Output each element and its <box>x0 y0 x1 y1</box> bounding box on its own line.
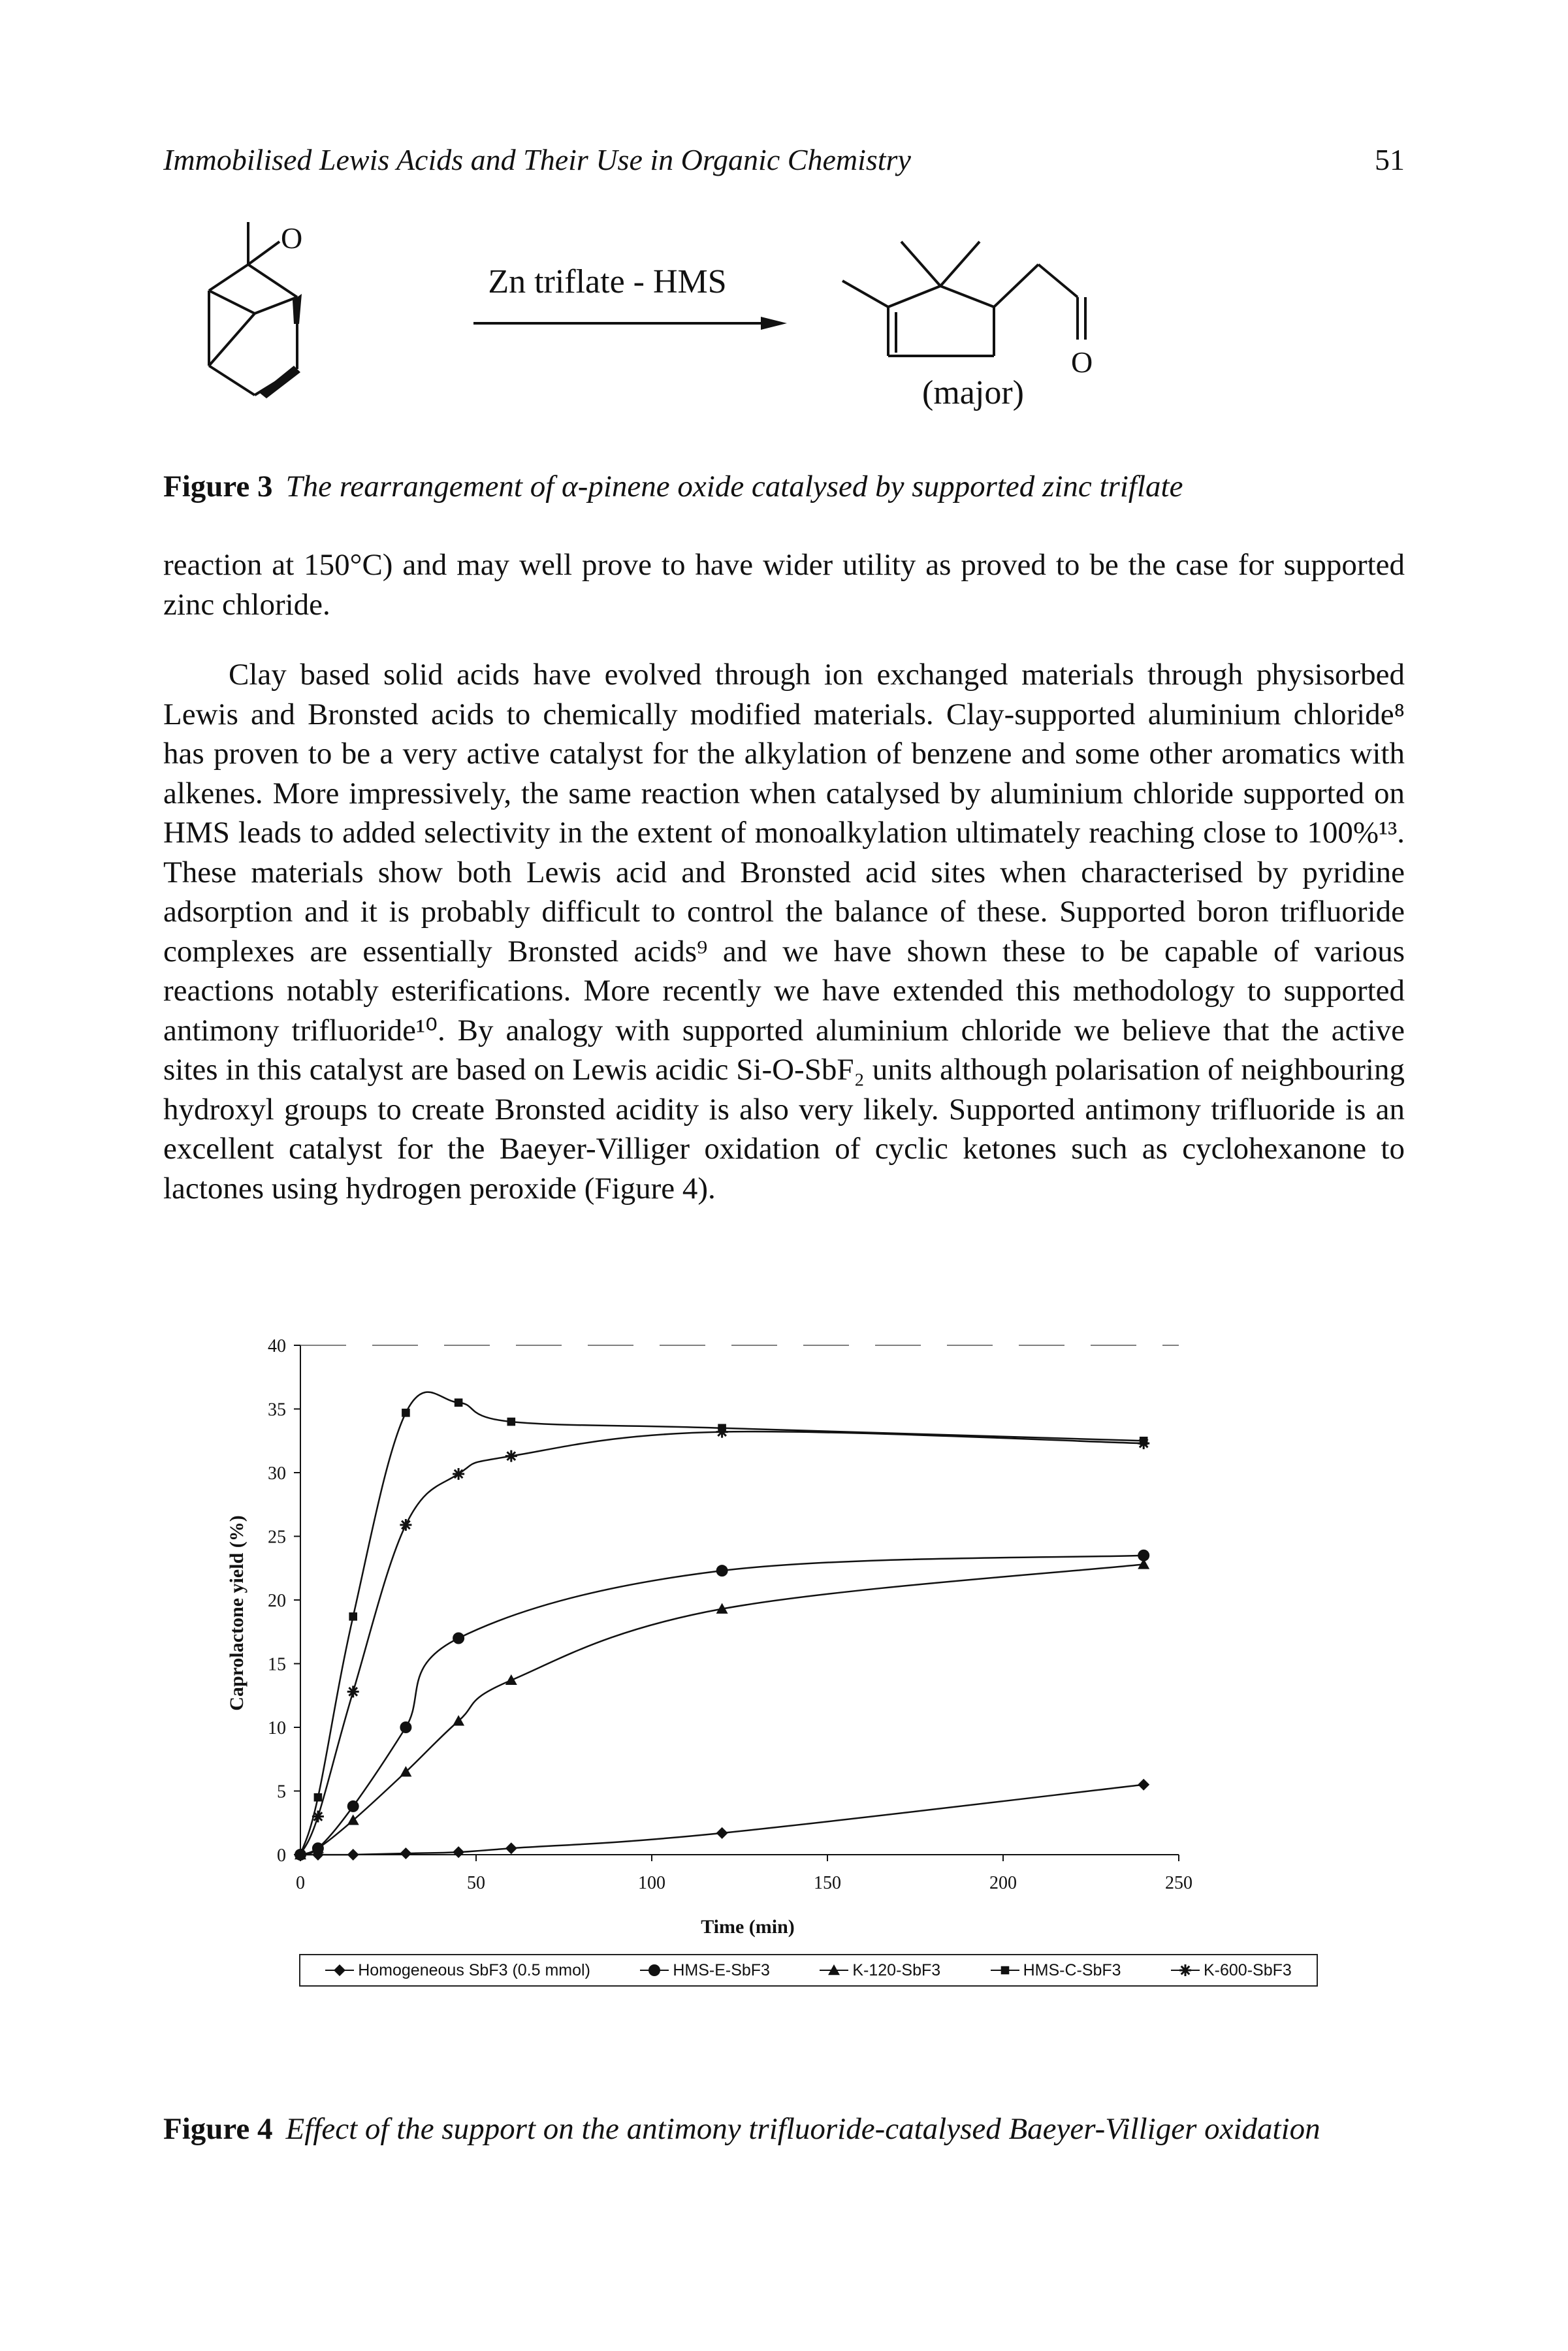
legend-marker-triangle-icon <box>828 1964 840 1975</box>
data-point-k-600-sbf3 <box>453 1467 465 1480</box>
series-line-hms-c-sbf3 <box>299 1391 1144 1855</box>
data-point-k-120-sbf3 <box>505 1674 517 1686</box>
legend-item-homogeneous-sbf3-0-5-mmol: Homogeneous SbF3 (0.5 mmol) <box>325 1961 590 1980</box>
alpha-pinene-oxide-structure: O <box>208 221 302 398</box>
legend-marker-icon <box>325 1964 355 1976</box>
data-point-homogeneous-sbf3-0-5-mmol <box>400 1847 412 1860</box>
x-tick-label: 150 <box>814 1873 841 1893</box>
data-point-hms-e-sbf3 <box>716 1565 728 1577</box>
data-point-homogeneous-sbf3-0-5-mmol <box>347 1849 359 1861</box>
legend-label: K-600-SbF3 <box>1204 1960 1292 1979</box>
data-point-homogeneous-sbf3-0-5-mmol <box>716 1827 728 1839</box>
running-head: Immobilised Lewis Acids and Their Use in… <box>163 142 1405 188</box>
data-point-hms-c-sbf3 <box>402 1409 410 1417</box>
y-tick-label: 10 <box>268 1718 286 1738</box>
legend-marker-icon <box>1171 1964 1200 1976</box>
series-line-hms-e-sbf3 <box>300 1554 1144 1856</box>
data-point-k-600-sbf3 <box>400 1518 412 1531</box>
major-product-note: (major) <box>922 374 1024 411</box>
figure-4-caption: Figure 4 Effect of the support on the ant… <box>163 2109 1405 2149</box>
y-tick-label: 40 <box>268 1336 286 1356</box>
reaction-scheme: O Zn triflate - HMS O <box>163 209 1404 444</box>
legend-marker-asterisk-icon <box>1179 1964 1191 1976</box>
chart-legend: Homogeneous SbF3 (0.5 mmol) HMS-E-SbF3 K-1… <box>299 1954 1318 1987</box>
data-point-hms-e-sbf3 <box>347 1800 359 1812</box>
legend-item-k-600-sbf3: K-600-SbF3 <box>1171 1961 1292 1980</box>
legend-marker-circle-icon <box>648 1964 661 1976</box>
figure-4-caption-text: Effect of the support on the antimony tr… <box>285 2112 1320 2146</box>
y-axis-title: Caprolactone yield (%) <box>226 1515 248 1710</box>
reaction-arrow <box>473 317 787 330</box>
y-tick-label: 25 <box>268 1527 286 1548</box>
data-point-k-120-sbf3 <box>716 1603 728 1614</box>
data-point-hms-e-sbf3 <box>400 1721 412 1733</box>
x-tick-label: 200 <box>989 1873 1017 1893</box>
x-axis-title: Time (min) <box>701 1916 795 1938</box>
epoxide-oxygen-label: O <box>281 221 302 255</box>
page-number: 51 <box>1375 143 1405 176</box>
data-point-hms-c-sbf3 <box>454 1398 463 1407</box>
data-point-k-120-sbf3 <box>400 1766 412 1777</box>
data-point-k-600-sbf3 <box>295 1849 306 1861</box>
y-tick-label: 5 <box>277 1782 286 1802</box>
figure-4-label: Figure 4 <box>163 2112 273 2146</box>
figure-3-caption: Figure 3 The rearrangement of α-pinene ox… <box>163 467 1405 506</box>
legend-marker-diamond-icon <box>334 1964 346 1976</box>
data-point-k-600-sbf3 <box>312 1810 324 1823</box>
data-point-k-600-sbf3 <box>1138 1437 1150 1450</box>
aldehyde-oxygen-label: O <box>1071 345 1093 379</box>
legend-label: HMS-C-SbF3 <box>1023 1960 1121 1979</box>
legend-marker-square-icon <box>1000 1966 1009 1975</box>
legend-marker-icon <box>990 1966 1019 1975</box>
data-point-k-600-sbf3 <box>716 1426 728 1438</box>
data-point-homogeneous-sbf3-0-5-mmol <box>1138 1778 1150 1791</box>
line-chart: Caprolactone yield (%) Time (min) 0 5 10 15… <box>226 1336 1192 1938</box>
y-tick-label: 0 <box>277 1846 286 1866</box>
data-point-k-120-sbf3 <box>347 1814 359 1825</box>
series-line-k-600-sbf3 <box>299 1430 1144 1855</box>
x-tick-label: 250 <box>1165 1873 1192 1893</box>
x-tick-label: 50 <box>467 1873 485 1893</box>
data-point-hms-c-sbf3 <box>313 1793 323 1802</box>
x-tick-label: 100 <box>638 1873 665 1893</box>
y-tick-label: 35 <box>268 1400 286 1420</box>
legend-marker-icon <box>820 1964 849 1975</box>
data-point-k-120-sbf3 <box>453 1715 465 1726</box>
data-point-homogeneous-sbf3-0-5-mmol <box>505 1842 517 1855</box>
data-point-k-600-sbf3 <box>505 1450 517 1462</box>
x-tick-label: 0 <box>296 1873 305 1893</box>
legend-label: HMS-E-SbF3 <box>673 1960 770 1979</box>
reagent-label: Zn triflate - HMS <box>488 263 727 300</box>
paragraph-2: Clay based solid acids have evolved thro… <box>163 658 1405 1206</box>
legend-label: K-120-SbF3 <box>852 1960 941 1979</box>
data-point-hms-e-sbf3 <box>1138 1549 1150 1561</box>
y-tick-label: 30 <box>268 1463 286 1484</box>
data-point-k-600-sbf3 <box>347 1686 359 1698</box>
legend-item-k-120-sbf3: K-120-SbF3 <box>820 1961 940 1980</box>
campholenic-aldehyde-structure: O <box>842 240 1093 379</box>
series-line-k-120-sbf3 <box>300 1563 1144 1856</box>
data-point-hms-e-sbf3 <box>453 1632 465 1644</box>
data-point-k-120-sbf3 <box>1138 1558 1150 1569</box>
y-tick-label: 20 <box>268 1591 286 1611</box>
y-tick-label: 15 <box>268 1655 286 1675</box>
figure-4-chart: Caprolactone yield (%) Time (min) 0 5 10 15… <box>216 1326 1339 2018</box>
data-point-hms-c-sbf3 <box>507 1417 516 1426</box>
figure-3-caption-text: The rearrangement of α-pinene oxide cata… <box>285 470 1183 504</box>
running-title: Immobilised Lewis Acids and Their Use in… <box>163 143 911 176</box>
figure-3-label: Figure 3 <box>163 470 273 504</box>
data-point-hms-c-sbf3 <box>349 1612 357 1621</box>
data-point-k-120-sbf3 <box>312 1842 324 1853</box>
paragraph-1: reaction at 150°C) and may well prove to… <box>163 548 1405 622</box>
legend-item-hms-c-sbf3: HMS-C-SbF3 <box>990 1960 1121 1980</box>
legend-label: Homogeneous SbF3 (0.5 mmol) <box>358 1960 590 1979</box>
legend-item-hms-e-sbf3: HMS-E-SbF3 <box>640 1961 770 1980</box>
series-line-homogeneous-sbf3-0-5-mmol <box>300 1783 1144 1856</box>
legend-marker-icon <box>640 1964 669 1976</box>
data-point-homogeneous-sbf3-0-5-mmol <box>453 1846 465 1859</box>
